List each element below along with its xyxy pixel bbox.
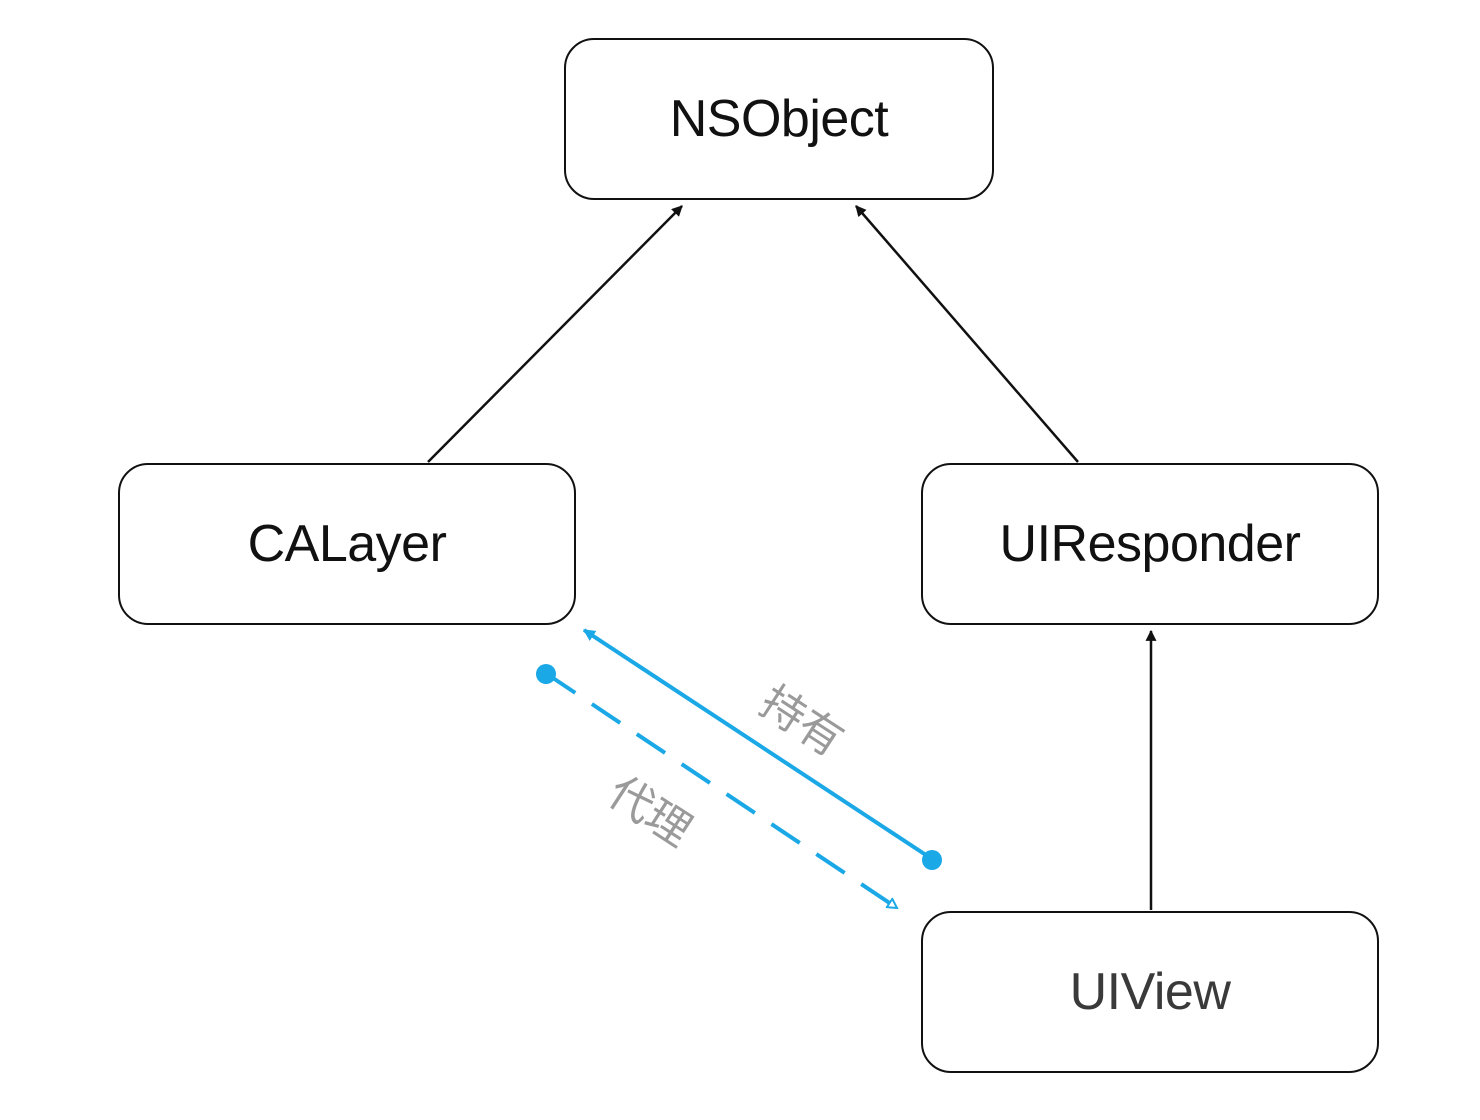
- edge-hold: [582, 628, 934, 861]
- edge-delegate: [545, 672, 897, 910]
- node-uiview[interactable]: UIView: [921, 911, 1379, 1073]
- node-uiresponder[interactable]: UIResponder: [921, 463, 1379, 625]
- edge-delegate-origin-dot: [536, 664, 556, 684]
- node-calayer-label: CALayer: [247, 515, 447, 573]
- node-uiresponder-label: UIResponder: [999, 515, 1301, 573]
- edge-hold-origin-dot: [922, 850, 942, 870]
- node-nsobject-label: NSObject: [669, 90, 889, 148]
- node-calayer[interactable]: CALayer: [118, 463, 576, 625]
- node-nsobject[interactable]: NSObject: [564, 38, 994, 200]
- edge-calayer-to-nsobject: [427, 205, 683, 463]
- edge-uiresponder-to-nsobject: [855, 205, 1079, 463]
- node-uiview-label: UIView: [1069, 963, 1231, 1021]
